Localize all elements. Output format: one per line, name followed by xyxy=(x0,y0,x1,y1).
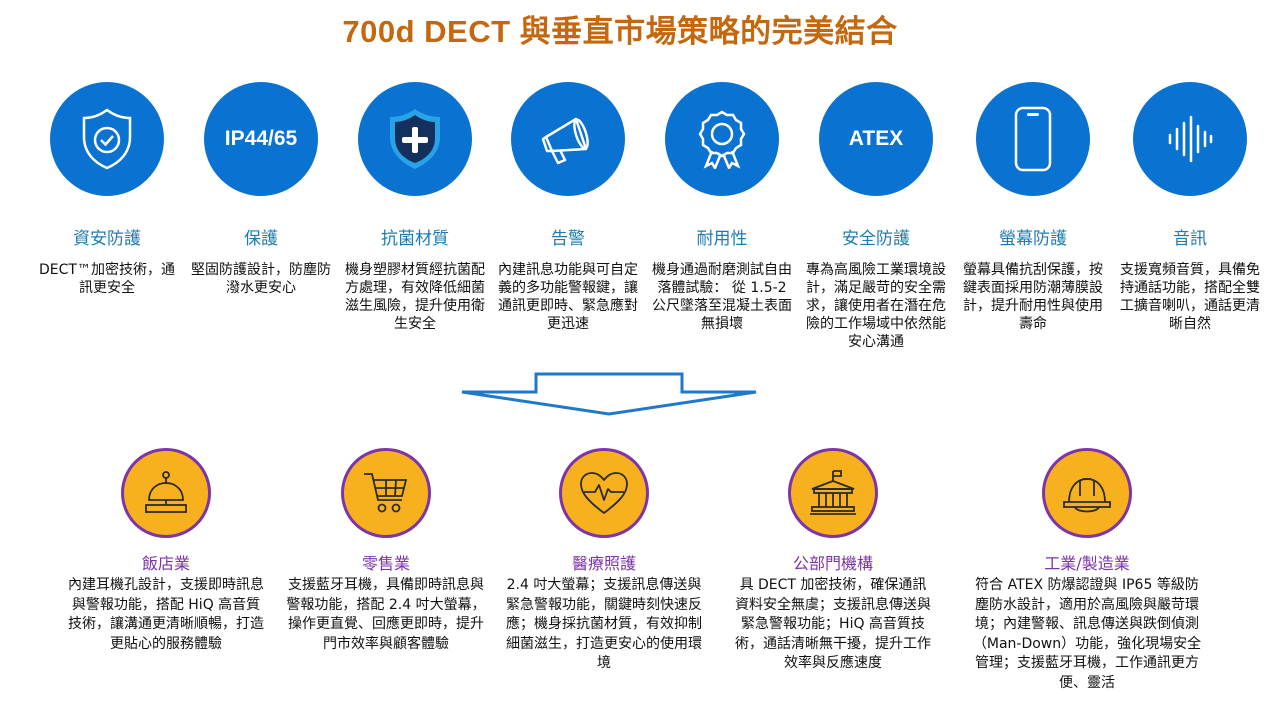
feature-audio: 音訊 支援寬頻音質，具備免持通話功能，搭配全雙工擴音喇叭，通話更清晰自然 xyxy=(1115,82,1265,333)
feature-desc: 內建訊息功能與可自定義的多功能警報鍵，讓通訊更即時、緊急應對更迅速 xyxy=(498,262,638,332)
shield-check-icon xyxy=(50,82,164,196)
ip-rating-badge: IP44/65 xyxy=(204,82,318,196)
service-bell-icon xyxy=(121,448,211,538)
industry-manufacturing: 工業/製造業 符合 ATEX 防爆認證與 IP65 等級防塵防水設計，適用於高風… xyxy=(969,448,1205,693)
feature-desc: 機身塑膠材質經抗菌配方處理，有效降低細菌滋生風險，提升使用衛生安全 xyxy=(345,262,485,332)
industry-label: 工業/製造業 xyxy=(1044,554,1130,573)
feature-label: 告警 xyxy=(551,229,585,249)
feature-desc: DECT™加密技術，通訊更安全 xyxy=(39,262,175,296)
industry-label: 公部門機構 xyxy=(792,554,873,573)
feature-protection: IP44/65 保護 堅固防護設計，防塵防潑水更安心 xyxy=(186,82,336,297)
feature-safety: ATEX 安全防護 專為高風險工業環境設計，滿足嚴苛的安全需求，讓使用者在潛在危… xyxy=(801,82,951,351)
atex-badge: ATEX xyxy=(819,82,933,196)
audio-wave-icon xyxy=(1133,82,1247,196)
heart-pulse-icon xyxy=(559,448,649,538)
feature-desc: 專為高風險工業環境設計，滿足嚴苛的安全需求，讓使用者在潛在危險的工作場域中依然能… xyxy=(806,262,946,350)
megaphone-icon xyxy=(511,82,625,196)
ip-rating-text: IP44/65 xyxy=(224,127,298,150)
shopping-cart-icon xyxy=(341,448,431,538)
feature-screen: 螢幕防護 螢幕具備抗刮保護，按鍵表面採用防潮薄膜設計，提升耐用性與使用壽命 xyxy=(958,82,1108,333)
feature-desc: 螢幕具備抗刮保護，按鍵表面採用防潮薄膜設計，提升耐用性與使用壽命 xyxy=(963,262,1103,332)
feature-desc: 機身通過耐磨測試自由落體試驗： 從 1.5-2 公尺墜落至混凝土表面無損壞 xyxy=(652,262,792,332)
feature-security: 資安防護 DECT™加密技術，通訊更安全 xyxy=(32,82,182,297)
feature-durability: 耐用性 機身通過耐磨測試自由落體試驗： 從 1.5-2 公尺墜落至混凝土表面無損… xyxy=(647,82,797,333)
feature-antibacterial: 抗菌材質 機身塑膠材質經抗菌配方處理，有效降低細菌滋生風險，提升使用衛生安全 xyxy=(340,82,490,333)
industry-healthcare: 醫療照護 2.4 吋大螢幕；支援訊息傳送與緊急警報功能，關鍵時刻快速反應；機身採… xyxy=(504,448,704,674)
slide-title: 700d DECT 與垂直市場策略的完美結合 xyxy=(342,14,898,49)
feature-label: 安全防護 xyxy=(842,229,910,249)
feature-desc: 堅固防護設計，防塵防潑水更安心 xyxy=(191,262,331,296)
feature-label: 螢幕防護 xyxy=(999,229,1067,249)
industry-public-sector: 公部門機構 具 DECT 加密技術，確保通訊資料安全無虞；支援訊息傳送與緊急警報… xyxy=(733,448,933,674)
shield-plus-icon xyxy=(358,82,472,196)
hard-hat-icon xyxy=(1042,448,1132,538)
feature-label: 抗菌材質 xyxy=(381,229,449,249)
industry-retail: 零售業 支援藍牙耳機，具備即時訊息與警報功能，搭配 2.4 吋大螢幕，操作更直覺… xyxy=(286,448,486,654)
feature-label: 音訊 xyxy=(1173,229,1207,249)
feature-label: 保護 xyxy=(244,229,278,249)
government-building-icon xyxy=(788,448,878,538)
industry-desc: 內建耳機孔設計，支援即時訊息與警報功能，搭配 HiQ 高音質技術，讓溝通更清晰順… xyxy=(68,577,264,652)
industry-label: 醫療照護 xyxy=(571,554,636,573)
down-arrow xyxy=(461,372,757,416)
industry-desc: 具 DECT 加密技術，確保通訊資料安全無虞；支援訊息傳送與緊急警報功能；HiQ… xyxy=(735,577,931,671)
feature-alert: 告警 內建訊息功能與可自定義的多功能警報鍵，讓通訊更即時、緊急應對更迅速 xyxy=(493,82,643,333)
industry-desc: 支援藍牙耳機，具備即時訊息與警報功能，搭配 2.4 吋大螢幕，操作更直覺、回應更… xyxy=(286,577,486,652)
industry-desc: 2.4 吋大螢幕；支援訊息傳送與緊急警報功能，關鍵時刻快速反應；機身採抗菌材質，… xyxy=(506,577,702,671)
atex-text: ATEX xyxy=(848,127,904,150)
industry-label: 零售業 xyxy=(361,554,410,573)
feature-label: 耐用性 xyxy=(696,229,748,249)
industry-label: 飯店業 xyxy=(141,554,190,573)
industry-hotel: 飯店業 內建耳機孔設計，支援即時訊息與警報功能，搭配 HiQ 高音質技術，讓溝通… xyxy=(66,448,266,654)
award-ribbon-icon xyxy=(665,82,779,196)
feature-desc: 支援寬頻音質，具備免持通話功能，搭配全雙工擴音喇叭，通話更清晰自然 xyxy=(1120,262,1260,332)
smartphone-icon xyxy=(976,82,1090,196)
feature-label: 資安防護 xyxy=(73,229,141,249)
industry-desc: 符合 ATEX 防爆認證與 IP65 等級防塵防水設計，適用於高風險與嚴苛環境；… xyxy=(972,577,1202,691)
